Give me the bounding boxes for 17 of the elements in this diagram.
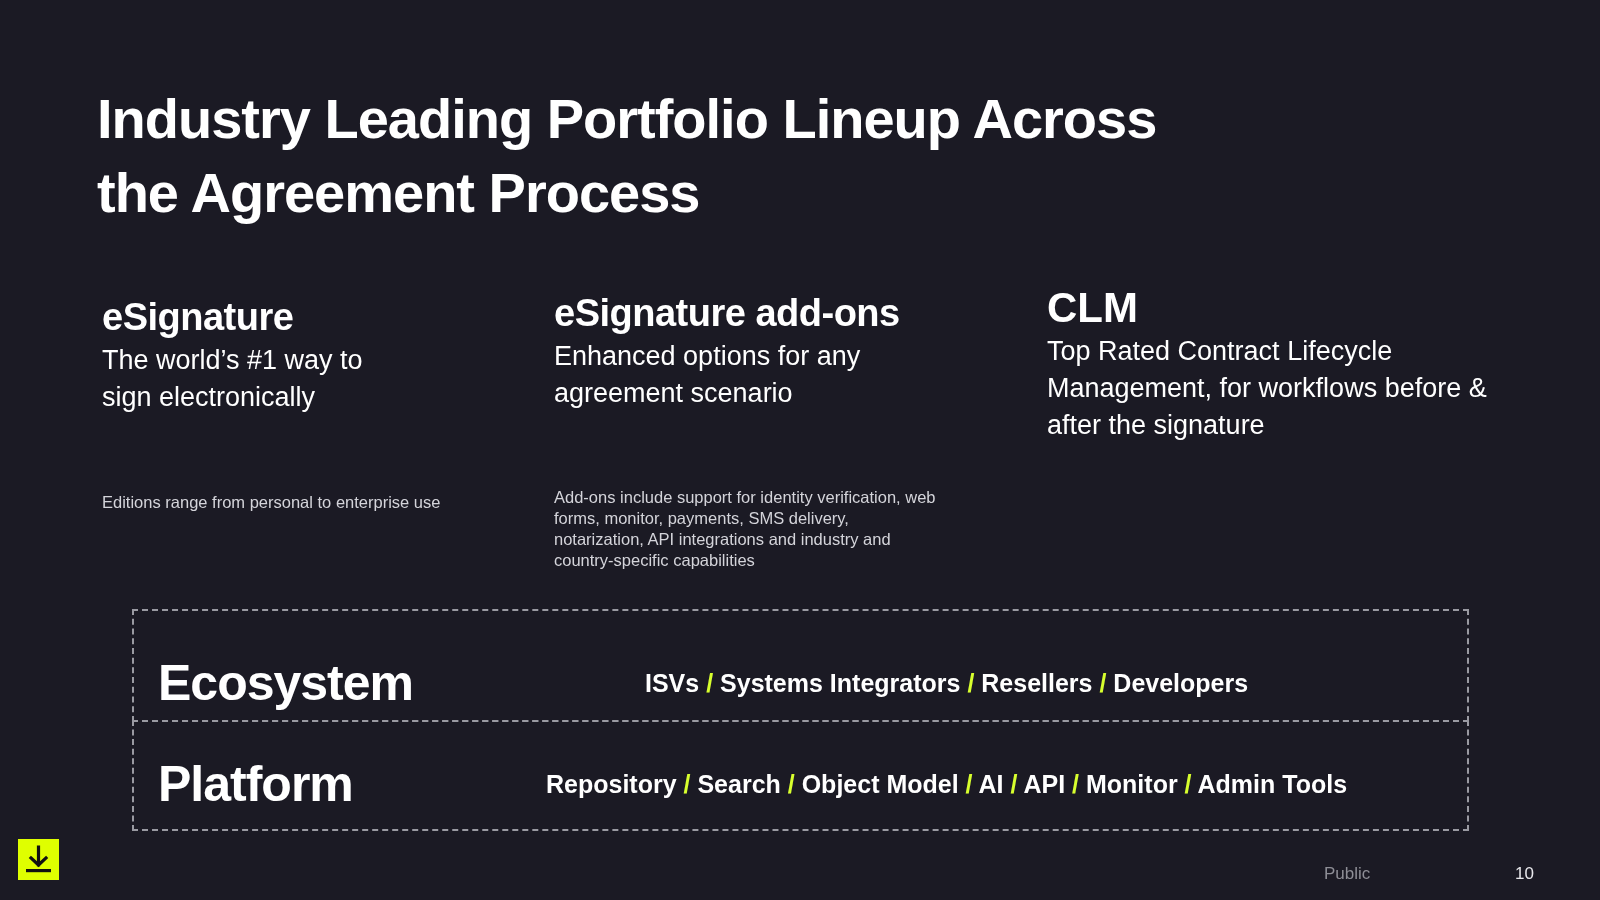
section-heading: eSignature — [102, 295, 295, 340]
section-subtitle: Enhanced options for any agreement scenario — [554, 340, 862, 410]
section-note: Add-ons include support for identity verification, web forms, monitor, payments, SMS delivery, notarization, API integrations and industry and country-specific capabilities — [554, 487, 937, 571]
section-heading: eSignature add-ons — [554, 291, 901, 336]
row-heading: Ecosystem — [158, 654, 414, 713]
dashed-box — [132, 720, 1469, 831]
item-list: ISVs / Systems Integrators / Resellers / Developers — [645, 667, 1249, 699]
section-heading: CLM — [1047, 283, 1139, 333]
page-number: 10 — [1515, 863, 1534, 885]
section-subtitle: The world’s #1 way to sign electronically — [102, 344, 364, 414]
section-note: Editions range from personal to enterprise use — [102, 492, 442, 513]
footer-text: Public — [1324, 863, 1371, 885]
item-list: Repository / Search / Object Model / AI / API / Monitor / Admin Tools — [546, 768, 1348, 800]
section-subtitle: Top Rated Contract Lifecycle Management, for workflows before & after the signature — [1047, 335, 1488, 442]
dashed-box — [132, 609, 1469, 722]
slide-title: Industry Leading Portfolio Lineup Across the Agreement Process — [97, 86, 1158, 226]
row-heading: Platform — [158, 755, 353, 814]
